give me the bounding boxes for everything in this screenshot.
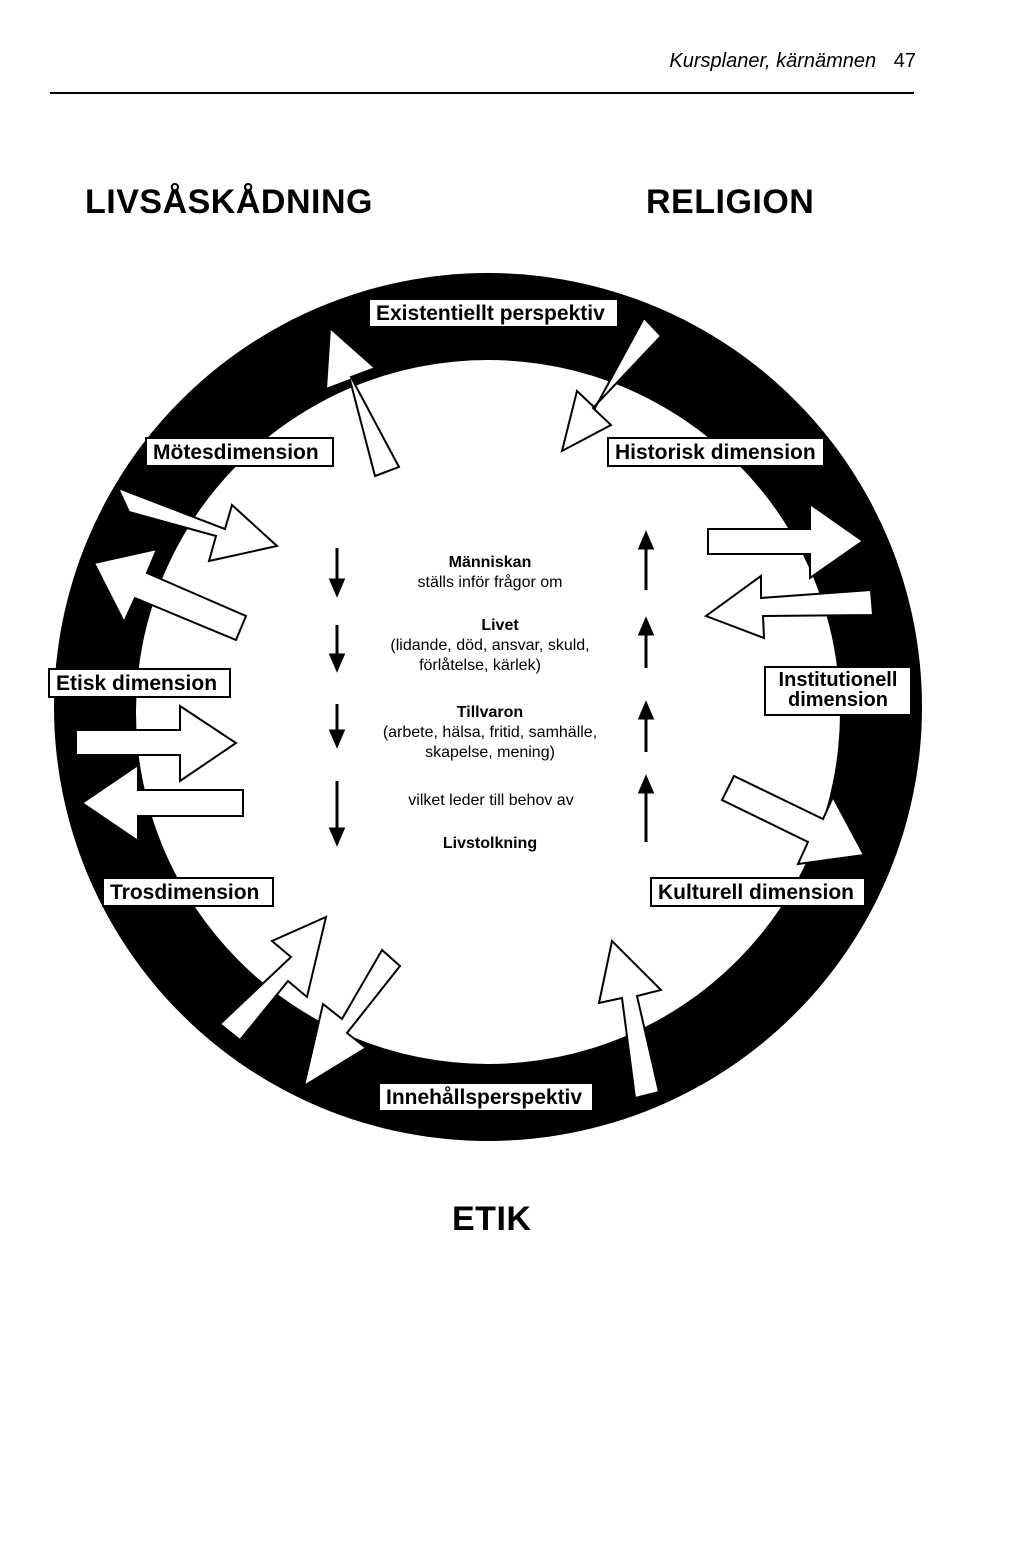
arrow-innehall-out [597, 938, 663, 1100]
up-arrows [637, 530, 655, 842]
center-manniskan: Människan [448, 554, 532, 571]
arrow-historisk-in [703, 574, 875, 640]
title-etik: ETIK [452, 1200, 532, 1238]
title-religion: RELIGION [646, 183, 815, 221]
title-livsaskadning: LIVSÅSKÅDNING [85, 183, 373, 221]
center-tillvaron: Tillvaron [456, 704, 524, 721]
center-livstolkning: Livstolkning [442, 835, 538, 852]
center-livet-detail-2: förlåtelse, kärlek) [419, 657, 541, 674]
center-livet: Livet [481, 617, 519, 634]
down-arrows [328, 548, 346, 847]
arrow-innehall-in [302, 948, 402, 1089]
box-innehallsperspektiv: Innehållsperspektiv [378, 1082, 594, 1112]
box-institutionell-dimension: Institutionell dimension [764, 666, 912, 716]
institutionell-line-1: Institutionell [778, 669, 898, 691]
arrow-existentiellt-out [324, 325, 401, 478]
running-head-text: Kursplaner, kärnämnen [669, 50, 877, 72]
arrow-tros-out [218, 915, 328, 1042]
center-tillvaron-detail-1: (arbete, hälsa, fritid, samhälle, [382, 724, 598, 741]
arrow-etisk-out [80, 763, 244, 843]
arrow-motes-in [116, 486, 280, 563]
center-tillvaron-detail-2: skapelse, mening) [425, 744, 555, 761]
box-historisk-dimension: Historisk dimension [607, 437, 825, 467]
center-leder: vilket leder till behov av [408, 792, 574, 809]
page-number: 47 [893, 50, 916, 72]
arrow-etisk-in [75, 704, 238, 783]
arrow-kulturell-in [720, 774, 866, 866]
arrow-historisk-out [707, 502, 865, 580]
running-head: Kursplaner, kärnämnen 47 [669, 50, 916, 73]
box-existentiellt-perspektiv: Existentiellt perspektiv [368, 298, 619, 328]
arrow-existentiellt-in [560, 316, 663, 453]
box-trosdimension: Trosdimension [102, 877, 274, 907]
arrow-motes-out [92, 547, 248, 642]
box-kulturell-dimension: Kulturell dimension [650, 877, 866, 907]
center-stalls: ställs inför frågor om [417, 574, 563, 591]
box-motesdimension: Mötesdimension [145, 437, 334, 467]
header-rule [50, 92, 914, 94]
center-livet-detail-1: (lidande, död, ansvar, skuld, [390, 637, 590, 654]
institutionell-line-2: dimension [787, 689, 888, 711]
box-etisk-dimension: Etisk dimension [48, 668, 231, 698]
